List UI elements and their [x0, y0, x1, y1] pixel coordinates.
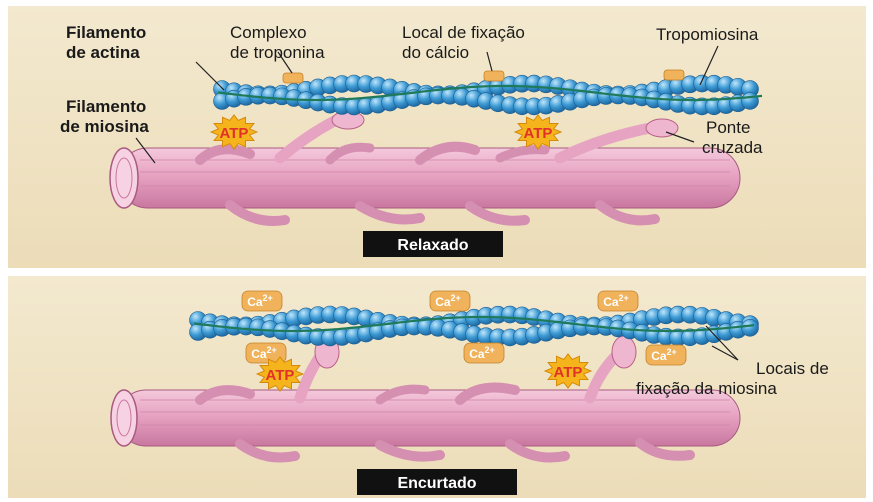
atp-label: ATP	[220, 125, 249, 142]
troponin-label-line1: Complexo	[230, 23, 307, 42]
atp-label: ATP	[266, 367, 295, 384]
calcium-badge: Ca2+	[646, 345, 686, 365]
calcium-site-label-line2: do cálcio	[402, 43, 469, 62]
atp-label: ATP	[554, 364, 583, 381]
calcium-badge: Ca2+	[430, 291, 470, 311]
calcium-badge: Ca2+	[464, 343, 504, 363]
myosin-filament-label-line2: de miosina	[60, 117, 149, 136]
shortened-caption: Encurtado	[357, 469, 517, 495]
relaxed-caption: Relaxado	[363, 231, 503, 257]
actin-filament-label-line2: de actina	[66, 43, 140, 62]
calcium-site-label-line1: Local de fixação	[402, 23, 525, 42]
calcium-badge: Ca2+	[242, 291, 282, 311]
myosin-sites-label-line2: fixação da miosina	[636, 379, 777, 398]
actin-filament-label-line1: Filamento	[66, 23, 146, 42]
cross-bridge-label-line1: Ponte	[706, 118, 750, 137]
atp-label: ATP	[524, 125, 553, 142]
myosin-sites-label-line1: Locais de	[756, 359, 829, 378]
cross-bridge-label-line2: cruzada	[702, 138, 763, 157]
tropomyosin-label: Tropomiosina	[656, 25, 759, 44]
troponin-label-line2: de troponina	[230, 43, 325, 62]
shortened-caption-text: Encurtado	[397, 475, 476, 492]
relaxed-caption-text: Relaxado	[397, 237, 468, 254]
calcium-badge: Ca2+	[598, 291, 638, 311]
myosin-filament-label-line1: Filamento	[66, 97, 146, 116]
